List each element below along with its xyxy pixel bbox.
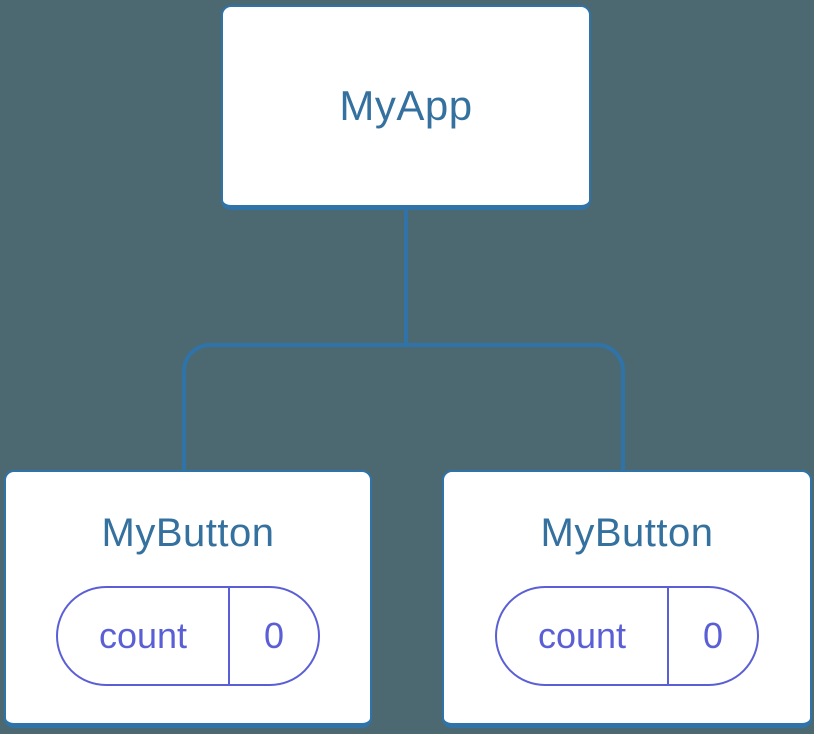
state-key: count [537,614,627,656]
node-myapp: MyApp [221,5,591,210]
state-value: 0 [228,587,318,684]
node-mybutton-left: MyButton count 0 [4,470,372,728]
state-key: count [98,614,188,656]
connector-stem-line [404,208,408,345]
node-myapp-label: MyApp [339,81,473,129]
node-mybutton-right: MyButton count 0 [442,470,812,728]
state-pill: count 0 [56,585,320,686]
connector-branch-line [182,343,625,470]
state-pill: count 0 [495,585,759,686]
node-mybutton-right-label: MyButton [540,510,714,555]
node-mybutton-left-label: MyButton [101,510,275,555]
state-value: 0 [667,587,757,684]
